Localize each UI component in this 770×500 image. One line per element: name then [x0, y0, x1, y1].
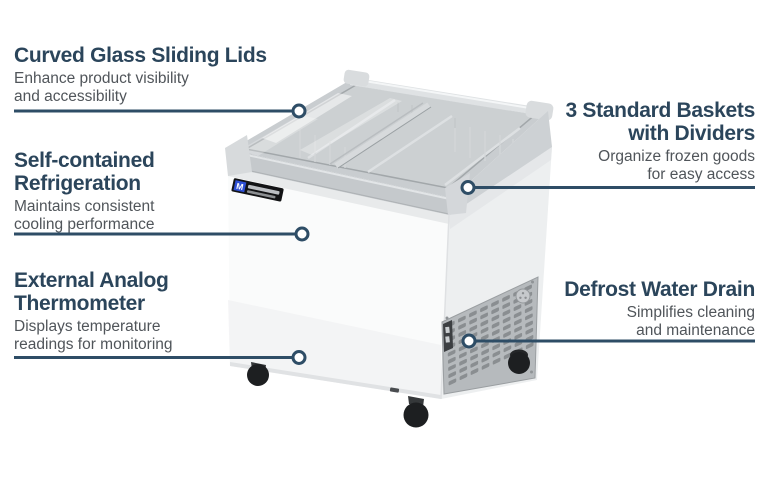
caster-wheel-front-right	[403, 396, 429, 428]
drain-fitting	[515, 288, 531, 304]
vent-louvers	[446, 284, 534, 386]
lid-front-band-highlight	[230, 150, 453, 201]
glass-lid	[225, 69, 554, 215]
brand-logo: M	[231, 178, 284, 202]
glass-reflections	[240, 93, 402, 156]
caster-wheel-front-left	[247, 362, 269, 386]
lid-front-band	[228, 150, 452, 215]
brand-logo-letter: M	[235, 181, 244, 192]
caster-wheel-rear-right	[508, 349, 530, 374]
callout-dot-curved-glass-sliding-lids	[291, 103, 307, 119]
feature-title: Curved Glass Sliding Lids	[14, 44, 267, 67]
panel-screw	[531, 280, 534, 284]
callout-curved-glass-sliding-lids: Curved Glass Sliding Lids Enhance produc…	[14, 44, 267, 105]
front-lower-shade	[228, 300, 441, 399]
lid-divider	[334, 102, 431, 169]
lid-front-band-edge	[227, 165, 450, 215]
lid-divider-shadow	[337, 106, 432, 169]
callout-dot-defrost-water-drain	[461, 333, 477, 349]
front-top-shadow	[228, 167, 449, 224]
leader-lines	[14, 103, 755, 365]
lid-corner-cap-front-left	[225, 135, 252, 176]
power-inlet	[443, 320, 453, 352]
feature-title: Defrost Water Drain	[564, 278, 755, 301]
pane-edge	[329, 102, 424, 165]
panel-screw	[530, 370, 533, 374]
callout-dot-self-contained-refrigeration	[294, 226, 310, 242]
front-corner-edge	[440, 214, 450, 400]
lid-corner-cap-back-left	[343, 69, 370, 87]
lid-back-rail-highlight	[351, 78, 549, 112]
front-bottom-edge	[230, 362, 441, 399]
panel-screw	[445, 316, 449, 320]
callout-dot-external-analog-thermometer	[291, 350, 307, 365]
front-drain-notch	[389, 387, 400, 393]
callout-dot-three-standard-baskets	[460, 180, 476, 195]
